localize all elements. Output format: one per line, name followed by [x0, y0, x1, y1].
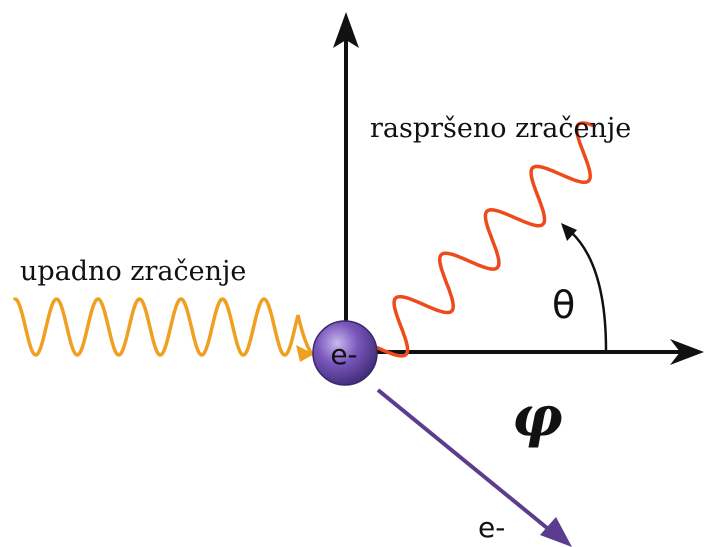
electron-recoil-arrowhead	[540, 517, 572, 547]
phi-label: φ	[512, 384, 563, 450]
vertical-axis-arrowhead	[333, 12, 359, 48]
horizontal-axis	[346, 339, 704, 365]
electron-recoil-track	[376, 388, 572, 547]
incident-wave	[13, 297, 314, 362]
theta-label: θ	[552, 283, 575, 327]
horizontal-axis-arrowhead	[670, 339, 704, 365]
theta-arc-arrowhead	[561, 223, 577, 241]
scattered-radiation-label: raspršeno zračenje	[370, 113, 631, 144]
scattered-wave	[376, 121, 595, 358]
incident-radiation-label: upadno zračenje	[20, 256, 246, 287]
electron: e-	[312, 320, 378, 386]
vertical-axis	[333, 12, 359, 352]
theta-angle-arc	[561, 223, 608, 351]
electron-out-label: e-	[478, 511, 505, 544]
incident-wave-arrowhead	[296, 345, 314, 362]
electron-label: e-	[330, 338, 357, 371]
